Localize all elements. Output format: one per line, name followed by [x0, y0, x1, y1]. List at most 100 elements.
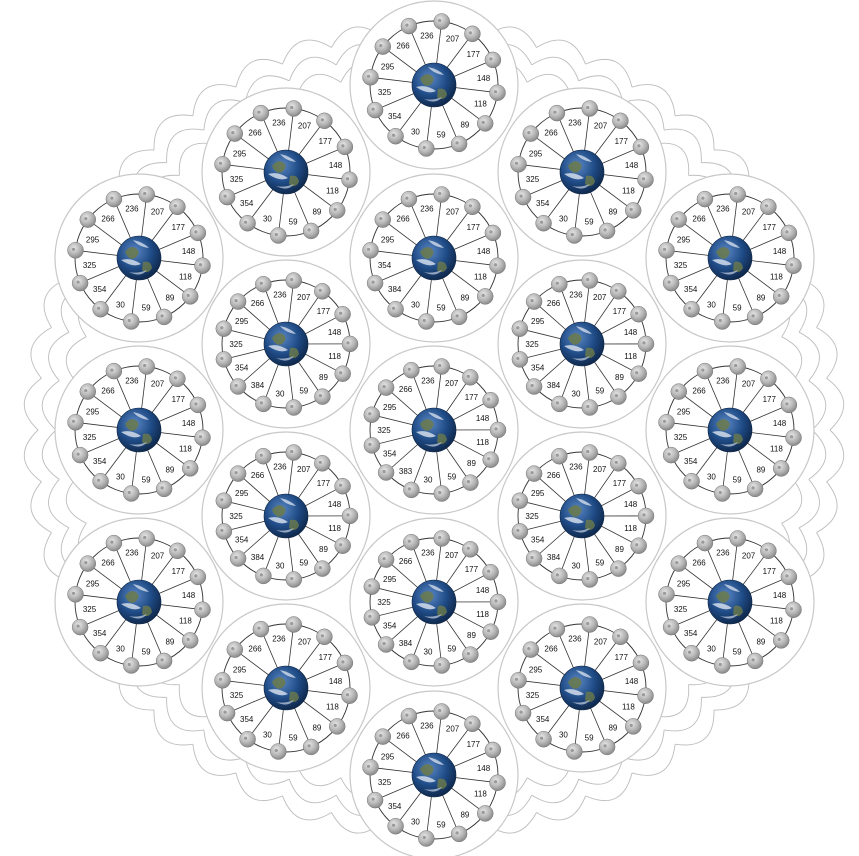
moon-icon — [781, 569, 797, 585]
phase-label: 295 — [529, 665, 543, 674]
phase-label: 59 — [595, 559, 604, 568]
phase-label: 89 — [467, 631, 476, 640]
phase-label: 118 — [179, 445, 192, 454]
moon-crater — [516, 357, 519, 360]
petal-arc — [154, 115, 193, 150]
moon-icon — [551, 448, 567, 464]
moon-icon — [230, 466, 246, 482]
phase-label: 266 — [399, 557, 413, 566]
moon-crater — [187, 466, 190, 469]
moon-icon — [240, 215, 256, 231]
moon-crater — [531, 556, 534, 559]
moon-icon — [123, 658, 139, 674]
moon-icon — [286, 572, 302, 588]
moon-icon — [286, 273, 302, 289]
moon-crater — [368, 584, 371, 587]
moon-crater — [408, 659, 411, 662]
moon-icon — [367, 792, 383, 808]
phase-label: 89 — [756, 637, 765, 646]
moon-crater — [339, 312, 342, 315]
phase-label: 236 — [272, 119, 286, 128]
phase-label: 89 — [467, 459, 476, 468]
wheel-w17: 207177148118895930354325295266236 — [202, 604, 370, 772]
phase-label: 383 — [399, 467, 413, 476]
phase-label: 236 — [420, 722, 434, 731]
phase-label: 236 — [569, 290, 583, 299]
moon-icon — [631, 306, 647, 322]
moon-crater — [675, 389, 678, 392]
moon-icon — [511, 672, 527, 688]
moon-crater — [531, 384, 534, 387]
moon-icon — [512, 351, 528, 367]
phase-label: 177 — [763, 223, 777, 232]
phase-label: 89 — [608, 207, 617, 216]
phase-label: 177 — [319, 137, 333, 146]
moon-icon — [230, 379, 246, 395]
moon-icon — [316, 113, 332, 129]
moon-icon — [216, 523, 232, 539]
phase-label: 89 — [319, 373, 328, 382]
moon-crater — [219, 162, 222, 165]
moon-icon — [582, 445, 598, 461]
earth-globe-icon — [412, 753, 456, 797]
moon-icon — [195, 602, 211, 618]
moon-crater — [487, 457, 490, 460]
earth-globe-icon — [412, 236, 456, 280]
petal-arc — [532, 779, 579, 803]
moon-icon — [378, 380, 394, 396]
moon-icon — [464, 26, 480, 42]
moon-crater — [367, 765, 370, 768]
phase-label: 384 — [547, 381, 561, 390]
moon-icon — [477, 115, 493, 131]
moon-crater — [260, 454, 263, 457]
moon-crater — [516, 529, 519, 532]
moon-crater — [368, 615, 371, 618]
phase-label: 325 — [377, 426, 391, 435]
moon-crater — [675, 217, 678, 220]
moon-crater — [586, 450, 589, 453]
phase-label: 59 — [142, 648, 151, 657]
moon-icon — [363, 242, 379, 258]
moon-icon — [72, 619, 88, 635]
phase-label: 236 — [273, 462, 287, 471]
moon-crater — [482, 121, 485, 124]
moon-icon — [418, 314, 434, 330]
moon-crater — [637, 660, 640, 663]
moon-icon — [477, 288, 493, 304]
phase-label: 207 — [445, 551, 459, 560]
wheel-w03: 207177148118895930354325295266236 — [498, 88, 666, 256]
moon-icon — [139, 531, 155, 547]
moon-icon — [462, 475, 478, 491]
moon-icon — [314, 389, 330, 405]
moon-crater — [84, 389, 87, 392]
wheel-w08: 207177148118895930384354325295266236 — [498, 260, 666, 428]
phase-label: 207 — [297, 293, 311, 302]
moon-icon — [536, 215, 552, 231]
moon-icon — [434, 14, 450, 30]
phase-label: 266 — [544, 129, 558, 138]
petal-arc — [167, 697, 204, 731]
phase-label: 30 — [424, 648, 433, 657]
phase-label: 89 — [756, 465, 765, 474]
moon-icon — [747, 653, 763, 669]
petal-arc — [31, 328, 52, 379]
moon-icon — [335, 306, 351, 322]
moon-crater — [77, 281, 80, 284]
moon-crater — [72, 420, 75, 423]
moon-icon — [190, 397, 206, 413]
moon-icon — [566, 744, 582, 760]
phase-label: 354 — [536, 715, 550, 724]
moon-icon — [169, 199, 185, 215]
moon-icon — [781, 225, 797, 241]
phase-label: 236 — [568, 119, 582, 128]
moon-crater — [187, 638, 190, 641]
phase-label: 207 — [297, 465, 311, 474]
moon-crater — [110, 541, 113, 544]
moon-crater — [97, 307, 100, 310]
phase-label: 295 — [381, 62, 395, 71]
moon-crater — [637, 144, 640, 147]
moon-crater — [346, 341, 349, 344]
moon-icon — [512, 493, 528, 509]
moon-crater — [84, 561, 87, 564]
